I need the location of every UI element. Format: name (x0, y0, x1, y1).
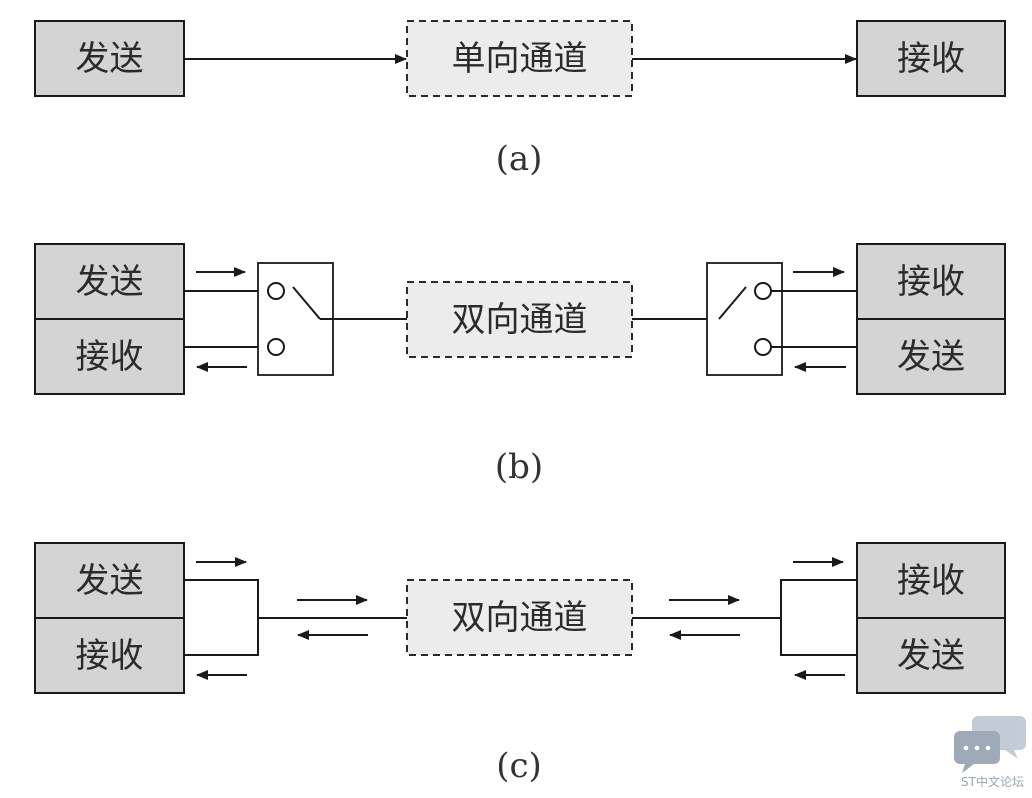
right-bus-wire (780, 579, 857, 656)
chat-bubbles-icon (954, 716, 1026, 773)
panel-a-simplex: 发送 单向通道 接收 (a) (34, 20, 1006, 179)
panel-c-full-duplex: 发送 接收 双向通道 接收 发送 (c) (34, 542, 1006, 786)
right-send-box (856, 318, 1006, 395)
caption-c: (c) (496, 746, 542, 786)
duplex-channel-b (406, 281, 633, 358)
left-send-label-c: 发送 (76, 561, 144, 601)
left-switch-blade (292, 286, 321, 320)
right-send-label-c: 发送 (897, 636, 965, 676)
left-send-box-c (34, 542, 185, 619)
right-switch (706, 262, 783, 376)
send-label: 发送 (76, 39, 144, 79)
right-send-label: 发送 (897, 337, 965, 377)
panel-b-half-duplex: 发送 接收 双向通道 接收 发送 (b) (34, 243, 1006, 487)
right-receive-label-c: 接收 (897, 561, 965, 601)
duplex-channel-label-c: 双向通道 (452, 598, 588, 638)
right-receive-label: 接收 (897, 262, 965, 302)
right-switch-blade (718, 286, 747, 320)
left-receive-box-c (34, 617, 185, 694)
left-receive-label-c: 接收 (76, 636, 144, 676)
left-switch-contact-top (267, 282, 285, 300)
caption-a: (a) (496, 139, 543, 179)
left-receive-label: 接收 (76, 337, 144, 377)
caption-b: (b) (495, 447, 543, 487)
right-receive-box (856, 243, 1006, 320)
send-box (34, 20, 185, 97)
right-switch-contact-bottom (754, 338, 772, 356)
left-receive-box (34, 318, 185, 395)
watermark: ST中文论坛 (954, 716, 1026, 789)
duplex-channel-label-b: 双向通道 (452, 300, 588, 340)
receive-label: 接收 (897, 39, 965, 79)
receive-box (856, 20, 1006, 97)
right-switch-contact-top (754, 282, 772, 300)
left-send-label: 发送 (76, 262, 144, 302)
right-receive-box-c (856, 542, 1006, 619)
left-bus-wire (184, 579, 259, 656)
right-send-box-c (856, 617, 1006, 694)
watermark-text: ST中文论坛 (961, 774, 1024, 789)
simplex-channel (406, 20, 633, 97)
simplex-channel-label: 单向通道 (452, 39, 588, 79)
left-send-box (34, 243, 185, 320)
duplex-channel-c (406, 579, 633, 656)
left-switch-contact-bottom (267, 338, 285, 356)
